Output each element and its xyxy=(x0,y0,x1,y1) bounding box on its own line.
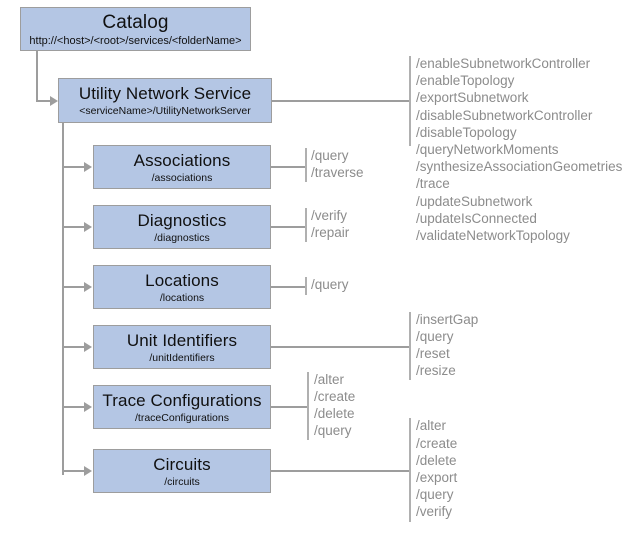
node-unit-identifiers-path: /unitIdentifiers xyxy=(149,351,215,364)
operations-list-trace-configurations: /alter/create/delete/query xyxy=(314,371,355,440)
connector-trunk-to-trace-configurations xyxy=(62,406,85,408)
operation-unit-identifiers-item[interactable]: /insertGap xyxy=(416,311,479,327)
operation-service-item[interactable]: /validateNetworkTopology xyxy=(416,227,570,243)
operation-service-item[interactable]: /trace xyxy=(416,176,450,192)
operation-service-item[interactable]: /enableSubnetworkController xyxy=(416,56,591,71)
arrowhead-circuits xyxy=(84,466,92,476)
operations-list-circuits: /alter/create/delete/export/query/verify xyxy=(416,417,457,520)
operation-circuits-item[interactable]: /query xyxy=(416,487,454,503)
operations-list-locations: /query xyxy=(311,276,349,293)
node-catalog-title: Catalog xyxy=(102,11,169,33)
operation-circuits-item[interactable]: /export xyxy=(416,469,458,485)
node-associations-title: Associations xyxy=(133,150,231,170)
node-circuits-path: /circuits xyxy=(164,475,200,488)
operation-associations-item[interactable]: /query xyxy=(311,147,349,163)
connector-trunk-to-locations xyxy=(62,286,85,288)
node-diagnostics[interactable]: Diagnostics/diagnostics xyxy=(93,205,271,249)
operation-circuits-item[interactable]: /delete xyxy=(416,452,457,468)
operations-bar-service xyxy=(409,56,411,146)
operation-trace-configurations-item[interactable]: /create xyxy=(314,388,356,404)
operations-bar-unit-identifiers xyxy=(409,311,411,381)
node-diagnostics-title: Diagnostics xyxy=(137,210,227,230)
operations-list-unit-identifiers: /insertGap/query/reset/resize xyxy=(416,311,478,380)
operation-unit-identifiers-item[interactable]: /resize xyxy=(416,363,456,379)
arrowhead-trace-configurations xyxy=(84,402,92,412)
operation-service-item[interactable]: /synthesizeAssociationGeometries xyxy=(416,159,623,175)
node-unit-identifiers-title: Unit Identifiers xyxy=(126,330,238,350)
node-associations-path: /associations xyxy=(151,171,213,184)
node-locations-title: Locations xyxy=(145,270,219,290)
node-trace-configurations-title: Trace Configurations xyxy=(102,390,262,410)
operation-unit-identifiers-item[interactable]: /reset xyxy=(416,345,450,361)
operation-trace-configurations-item[interactable]: /delete xyxy=(314,405,355,421)
arrowhead-catalog-to-service xyxy=(50,96,58,106)
operation-locations-item[interactable]: /query xyxy=(311,277,349,293)
operations-bar-associations xyxy=(305,147,307,183)
node-catalog-path: http://<host>/<root>/services/<folderNam… xyxy=(29,34,242,47)
arrowhead-locations xyxy=(84,282,92,292)
connector-trunk-to-unit-identifiers xyxy=(62,346,85,348)
operation-circuits-item[interactable]: /verify xyxy=(416,504,453,520)
connector-catalog-to-service-horizontal xyxy=(36,100,52,102)
arrowhead-unit-identifiers xyxy=(84,342,92,352)
operation-service-item[interactable]: /updateIsConnected xyxy=(416,210,537,226)
operation-service-item[interactable]: /disableTopology xyxy=(416,124,517,140)
connector-trunk-vertical xyxy=(62,123,64,475)
connector-trunk-to-diagnostics xyxy=(62,226,85,228)
operation-trace-configurations-item[interactable]: /alter xyxy=(314,371,345,387)
operation-trace-configurations-item[interactable]: /query xyxy=(314,423,352,439)
operation-associations-item[interactable]: /traverse xyxy=(311,164,364,180)
node-circuits-title: Circuits xyxy=(153,454,211,474)
connector-locations-to-operations xyxy=(271,286,305,288)
operations-bar-diagnostics xyxy=(305,207,307,243)
operation-service-item[interactable]: /updateSubnetwork xyxy=(416,193,533,209)
node-catalog[interactable]: Catalog http://<host>/<root>/services/<f… xyxy=(20,7,251,51)
operations-list-associations: /query/traverse xyxy=(311,147,364,181)
operation-service-item[interactable]: /exportSubnetwork xyxy=(416,90,529,106)
connector-diagnostics-to-operations xyxy=(271,226,305,228)
operations-bar-trace-configurations xyxy=(307,371,309,441)
node-trace-configurations-path: /traceConfigurations xyxy=(135,411,229,424)
operation-circuits-item[interactable]: /create xyxy=(416,435,458,451)
connector-trunk-to-associations xyxy=(62,166,85,168)
node-utility-network-service[interactable]: Utility Network Service <serviceName>/Ut… xyxy=(58,78,272,123)
node-trace-configurations[interactable]: Trace Configurations/traceConfigurations xyxy=(93,385,271,429)
connector-service-to-operations xyxy=(272,100,409,102)
node-diagnostics-path: /diagnostics xyxy=(154,231,210,244)
operation-diagnostics-item[interactable]: /repair xyxy=(311,224,350,240)
connector-trace-configurations-to-operations xyxy=(271,406,307,408)
operation-unit-identifiers-item[interactable]: /query xyxy=(416,328,454,344)
operation-service-item[interactable]: /queryNetworkMoments xyxy=(416,141,559,157)
node-locations-path: /locations xyxy=(159,291,205,304)
node-unit-identifiers[interactable]: Unit Identifiers/unitIdentifiers xyxy=(93,325,271,369)
connector-catalog-to-service-vertical xyxy=(36,51,38,102)
operations-bar-circuits xyxy=(409,418,411,522)
arrowhead-diagnostics xyxy=(84,222,92,232)
arrowhead-associations xyxy=(84,162,92,172)
node-associations[interactable]: Associations/associations xyxy=(93,145,271,189)
connector-circuits-to-operations xyxy=(271,470,409,472)
operations-list-service: /enableSubnetworkController/enableTopolo… xyxy=(416,55,622,244)
node-utility-network-service-path: <serviceName>/UtilityNetworkServer xyxy=(79,105,251,117)
node-utility-network-service-title: Utility Network Service xyxy=(78,84,252,103)
connector-associations-to-operations xyxy=(271,166,305,168)
operations-list-diagnostics: /verify/repair xyxy=(311,207,349,241)
node-locations[interactable]: Locations/locations xyxy=(93,265,271,309)
operation-diagnostics-item[interactable]: /verify xyxy=(311,207,348,223)
node-circuits[interactable]: Circuits/circuits xyxy=(93,449,271,493)
connector-unit-identifiers-to-operations xyxy=(271,346,409,348)
connector-trunk-to-circuits xyxy=(62,470,85,472)
operation-service-item[interactable]: /disableSubnetworkController xyxy=(416,107,593,123)
operation-circuits-item[interactable]: /alter xyxy=(416,418,447,434)
operations-bar-locations xyxy=(305,277,307,295)
operation-service-item[interactable]: /enableTopology xyxy=(416,73,515,89)
